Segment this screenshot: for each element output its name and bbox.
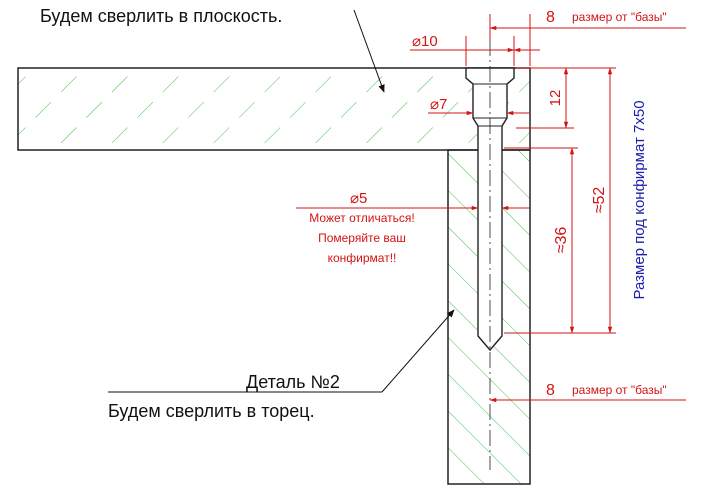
base-top-note: размер от "базы" [572,10,667,24]
part2-title-label: Деталь №2 [246,372,340,392]
dimension-lines [296,14,686,403]
neck-diameter-label: ⌀7 [430,96,447,113]
shank-depth-label: ≈36 [553,227,570,254]
base-bottom-value: 8 [546,382,555,399]
total-depth-label: ≈52 [591,187,608,214]
leader-lines [108,9,455,393]
part1-action-label: Будем сверлить в плоскость. [40,6,282,26]
confirmat-size-note: Размер под конфирмат 7х50 [631,100,648,299]
drill-hole-profile [465,40,515,470]
head-depth-label: 12 [547,90,564,107]
warning-line-1: Может отличаться! [309,211,414,225]
shank-diameter-label: ⌀5 [350,190,367,207]
part-1-board [17,67,531,151]
warning-line-2: Померяйте ваш [318,231,406,245]
base-bottom-note: размер от "базы" [572,383,667,397]
head-diameter-label: ⌀10 [412,33,438,50]
part2-action-label: Будем сверлить в торец. [108,401,315,421]
base-top-value: 8 [546,9,555,26]
warning-line-3: конфирмат!! [328,251,397,265]
warning-note: Может отличаться! Померяйте ваш конфирма… [309,211,414,265]
